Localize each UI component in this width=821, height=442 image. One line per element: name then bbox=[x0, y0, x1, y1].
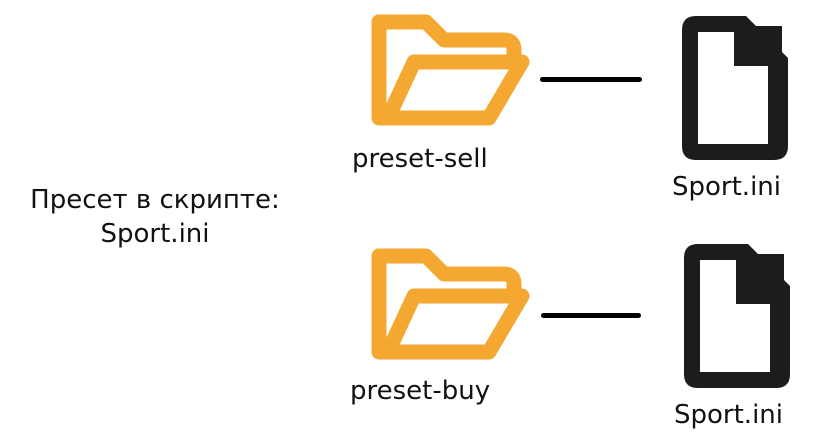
file-label-sport-ini-buy: Sport.ini bbox=[674, 400, 783, 430]
file-label-sport-ini-sell: Sport.ini bbox=[672, 172, 781, 202]
script-preset-label-line2: Sport.ini bbox=[100, 219, 210, 249]
folder-node-preset-buy[interactable] bbox=[364, 244, 534, 364]
folder-label-preset-buy: preset-buy bbox=[350, 376, 491, 406]
folder-open-icon bbox=[371, 248, 530, 360]
file-icon bbox=[682, 16, 788, 160]
file-node-sport-ini-sell[interactable] bbox=[674, 16, 788, 160]
connector-line-preset-buy bbox=[541, 313, 641, 318]
file-icon bbox=[684, 244, 790, 388]
script-preset-label: Пресет в скрипте: Sport.ini bbox=[0, 183, 310, 251]
folder-node-preset-sell[interactable] bbox=[364, 10, 534, 130]
folder-open-icon bbox=[371, 14, 530, 126]
file-node-sport-ini-buy[interactable] bbox=[676, 244, 790, 388]
script-preset-label-line1: Пресет в скрипте: bbox=[30, 185, 280, 215]
folder-label-preset-sell: preset-sell bbox=[352, 144, 488, 174]
connector-line-preset-sell bbox=[540, 77, 642, 82]
